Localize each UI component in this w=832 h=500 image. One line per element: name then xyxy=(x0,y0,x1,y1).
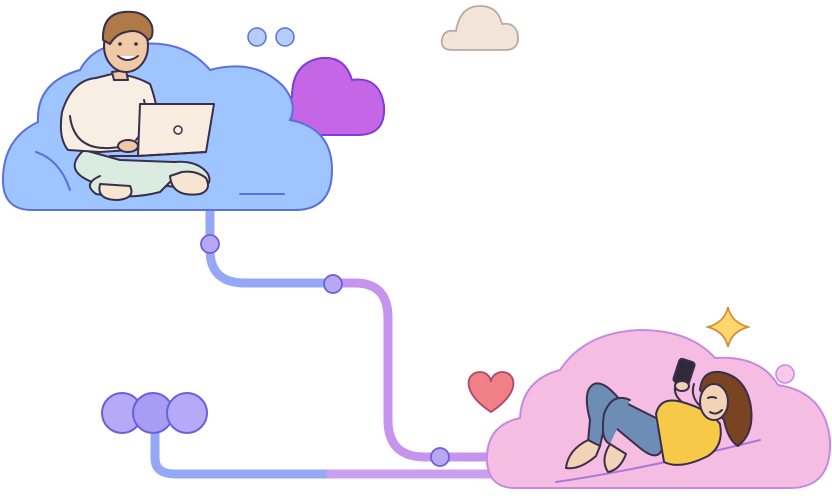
connector-node xyxy=(200,234,220,254)
person-with-phone xyxy=(555,357,761,483)
heart-icon xyxy=(467,371,515,414)
connector-node xyxy=(323,274,343,294)
dot-decoration-3 xyxy=(775,364,795,384)
connector-node xyxy=(430,447,450,467)
dot-decoration-2 xyxy=(275,27,295,47)
laptop-icon xyxy=(137,103,215,157)
dot-decoration-1 xyxy=(247,27,267,47)
sparkle-star-icon xyxy=(704,306,752,348)
circle-group xyxy=(101,392,208,434)
connector-purple-mid xyxy=(328,278,545,462)
cloud-icon xyxy=(440,5,519,51)
person-with-laptop xyxy=(59,10,215,201)
cloud-detail-line xyxy=(35,151,71,191)
connector-blue-upper xyxy=(205,201,338,288)
connector-blue-lower xyxy=(150,425,545,479)
